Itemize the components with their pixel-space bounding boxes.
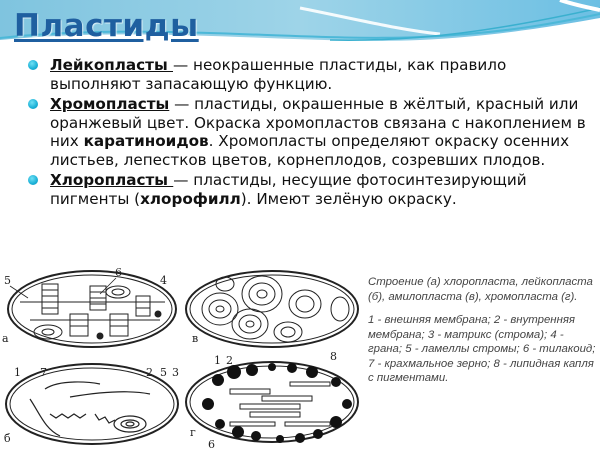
svg-text:1: 1 <box>14 366 21 379</box>
svg-text:в: в <box>192 332 198 345</box>
figure-caption: Строение (а) хлоропласта, лейкопласта (б… <box>368 275 596 395</box>
page-title: Пластиды <box>14 8 199 44</box>
svg-text:8: 8 <box>330 350 337 363</box>
svg-text:4: 4 <box>160 274 167 287</box>
term-chromoplasts: Хромопласты <box>50 95 170 113</box>
header-wave-background <box>0 0 600 60</box>
bullet-list: Лейкопласты — неокрашенные пластиды, как… <box>28 56 596 210</box>
bullet-text: — неокрашенные пластиды, как правило вып… <box>50 56 507 93</box>
svg-text:а: а <box>2 332 9 345</box>
bullet-leucoplasts: Лейкопласты — неокрашенные пластиды, как… <box>28 56 596 93</box>
svg-text:2: 2 <box>226 354 233 367</box>
svg-text:5: 5 <box>4 274 11 287</box>
bullet-dot-icon <box>28 175 38 185</box>
bullet-chromoplasts: Хромопласты — пластиды, окрашенные в жёл… <box>28 95 596 169</box>
bullet-text: ). Имеют зелёную окраску. <box>240 189 457 208</box>
bullet-text: . Хромопласты определяют окраску осенних… <box>50 132 570 169</box>
svg-text:3: 3 <box>172 366 179 379</box>
chloroplast-diagram: 5 6 4 а <box>2 266 177 348</box>
term-chloroplasts: Хлоропласты <box>50 171 174 189</box>
chromoplast-diagram: 8 6г <box>185 350 359 450</box>
svg-text:5: 5 <box>160 366 167 379</box>
svg-text:6: 6 <box>208 438 215 450</box>
term-leucoplasts: Лейкопласты <box>50 56 173 74</box>
svg-text:б: б <box>4 432 11 445</box>
bold-chlorophyll: хлорофилл <box>140 189 241 208</box>
bold-carotenoids: каратиноидов <box>83 132 209 150</box>
svg-text:2: 2 <box>146 366 153 379</box>
bullet-dot-icon <box>28 60 38 70</box>
svg-text:6: 6 <box>115 266 122 279</box>
bullet-text: — пластиды, несущие фотосинтезирующий пи… <box>50 171 527 208</box>
caption-title: Строение (а) хлоропласта, лейкопласта (б… <box>368 276 593 303</box>
svg-text:1: 1 <box>214 354 221 367</box>
bullet-chloroplasts: Хлоропласты — пластиды, несущие фотосинт… <box>28 171 596 208</box>
bullet-text: — пластиды, окрашенные в жёлтый, красный… <box>50 95 586 150</box>
svg-text:г: г <box>190 426 196 439</box>
bullet-dot-icon <box>28 99 38 109</box>
svg-text:7: 7 <box>40 366 47 379</box>
caption-legend: 1 - внешняя мембрана; 2 - внутренняя мем… <box>368 314 596 384</box>
